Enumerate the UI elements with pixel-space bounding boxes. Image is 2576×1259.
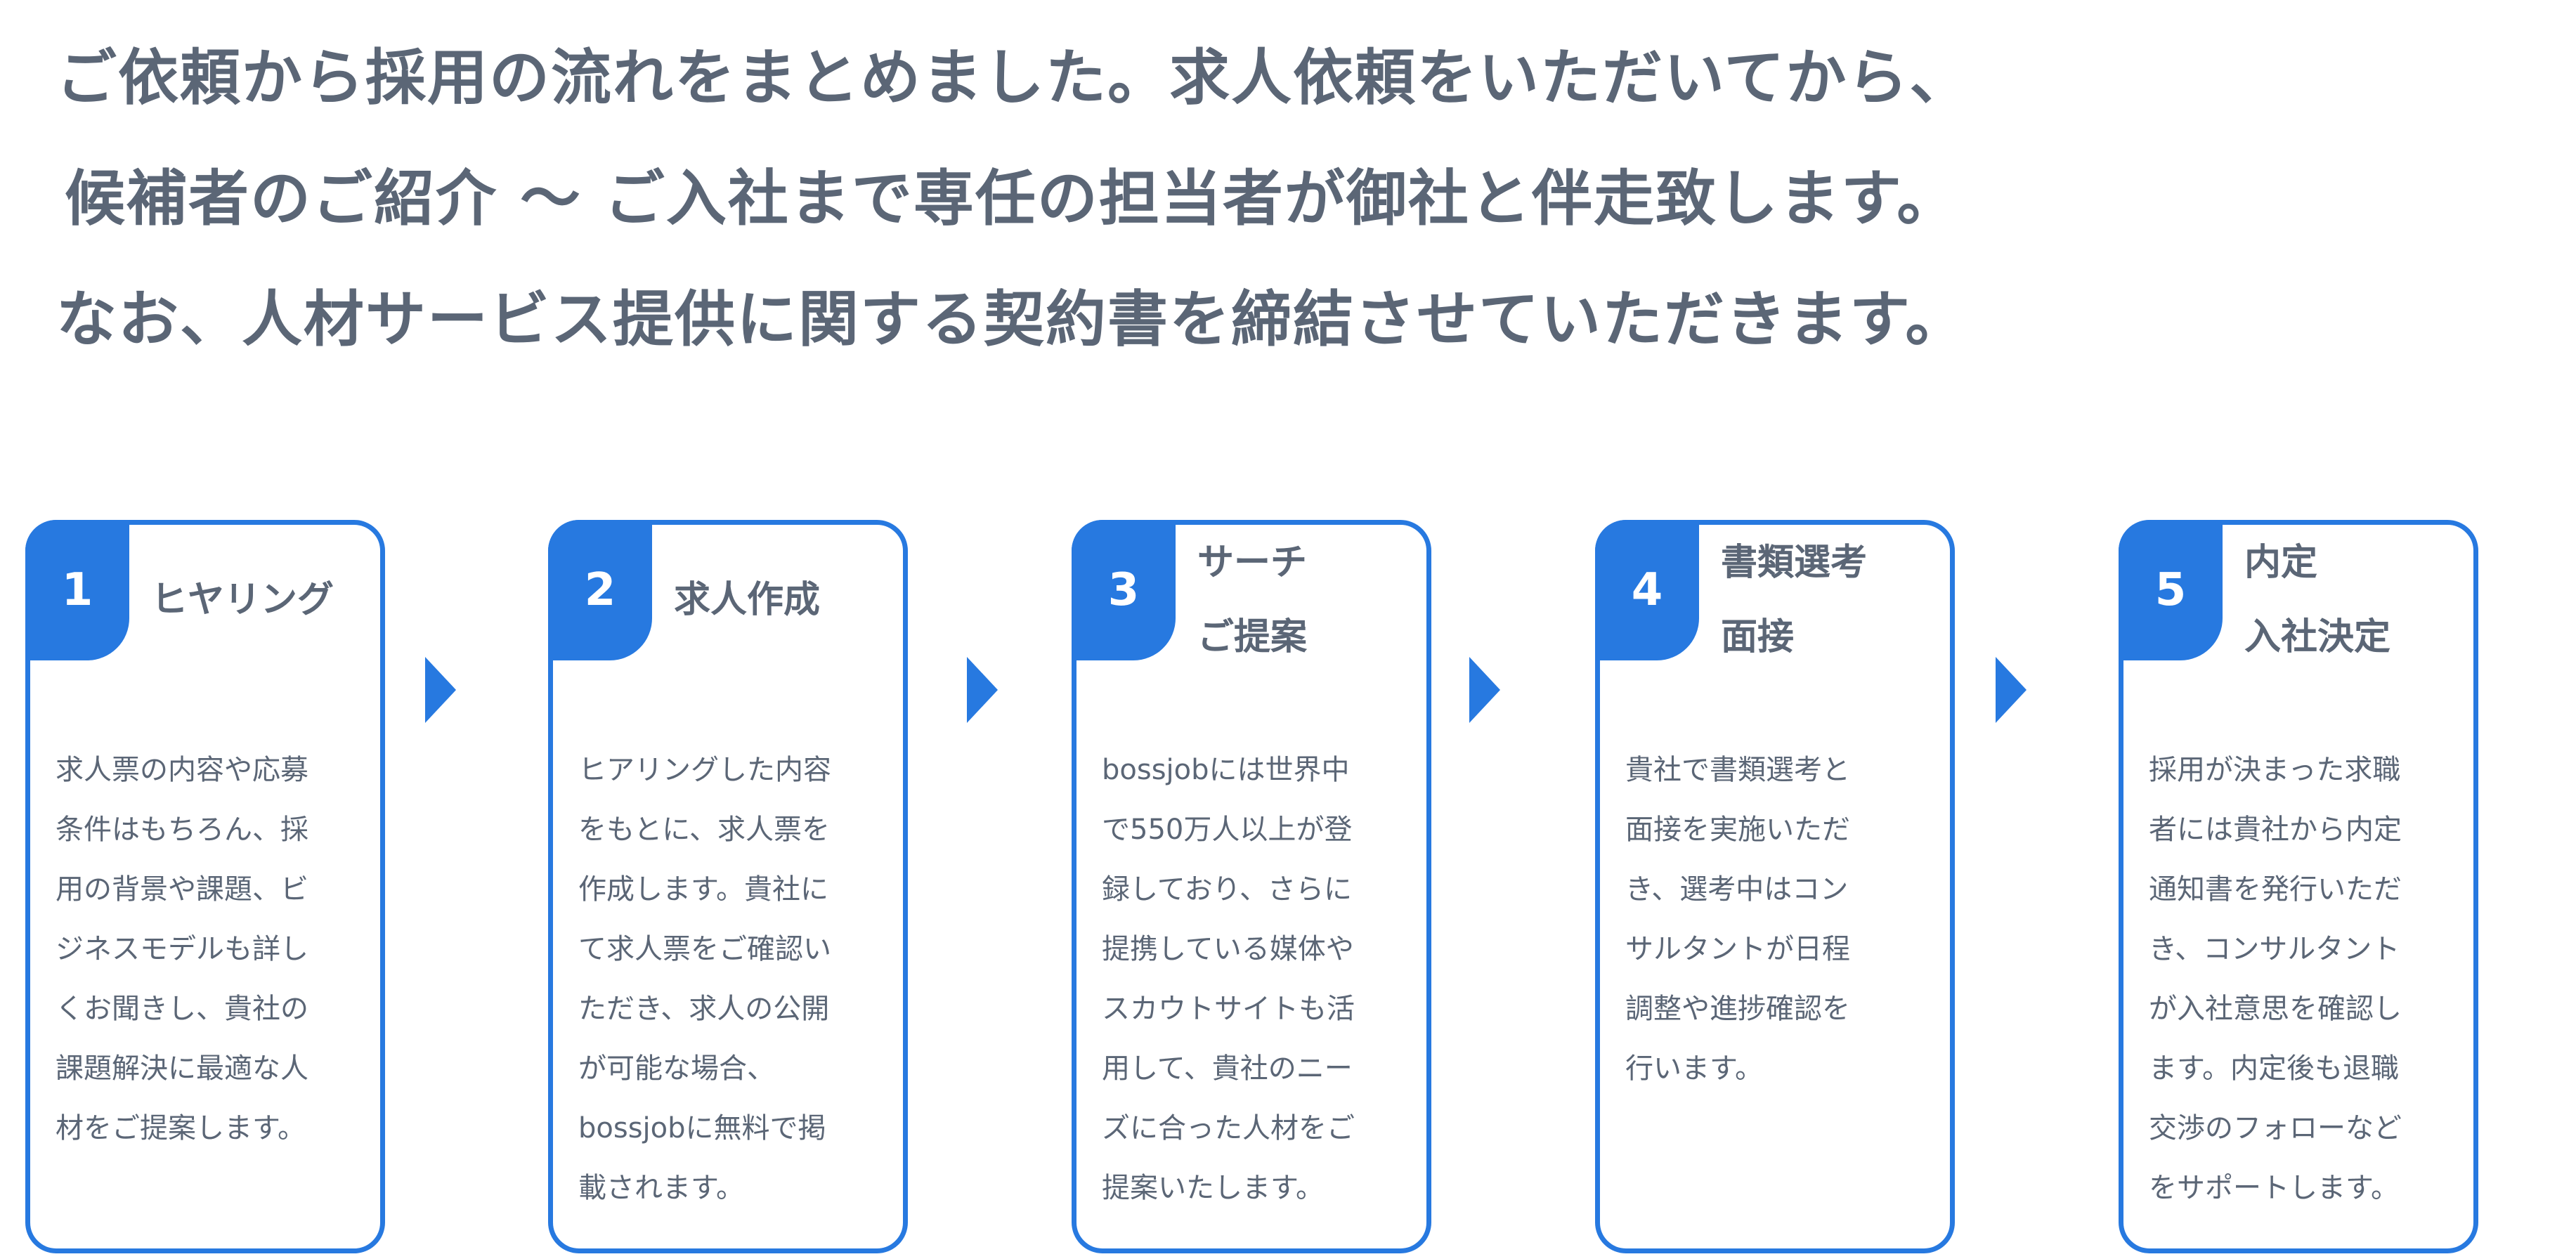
step-description-line: が可能な場合、 [578,1052,775,1085]
step-description-line: bossjobに無料で掲 [578,1112,826,1144]
step-title-line: 書類選考 [1721,542,1868,584]
step-description: bossjobには世界中で550万人以上が登録しており、さらに提携している媒体や… [1102,741,1415,1218]
step-title-line: 求人作成 [674,579,821,621]
step-title-line: 面接 [1721,616,1795,658]
intro-text: ご依頼から採用の流れをまとめました。求人依頼をいただいてから、 候補者のご紹介 … [56,18,2516,380]
step-description-line: 行います。 [1625,1052,1763,1085]
step-title-line: 入社決定 [2244,616,2391,658]
step-description-line: 者には貴社から内定 [2149,814,2402,846]
step-description-line: をサポートします。 [2149,1172,2399,1204]
step-description-line: 課題解決に最適な人 [56,1052,308,1085]
step-description-line: 作成します。貴社に [578,873,828,906]
step-title-line: ヒヤリング [151,579,334,621]
step-description-line: 録しており、さらに [1102,873,1352,906]
arrow-right-icon [1996,657,2027,723]
step-description-line: 面接を実施いただ [1625,814,1850,846]
arrow-right-icon [1469,657,1500,723]
step-description-line: で550万人以上が登 [1102,814,1353,846]
step-description-line: 求人票の内容や応募 [56,754,308,786]
step-description-line: ただき、求人の公開 [578,993,830,1025]
step-description: 求人票の内容や応募条件はもちろん、採用の背景や課題、ビジネスモデルも詳しくお聞き… [56,741,369,1159]
step-description-line: 載されます。 [578,1172,744,1204]
step-description-line: スカウトサイトも活 [1102,993,1355,1025]
arrow-right-icon [967,657,998,723]
step-description: ヒアリングした内容をもとに、求人票を作成します。貴社にて求人票をご確認いただき、… [578,741,892,1218]
step-description-line: をもとに、求人票を [578,814,830,846]
step-description-line: き、選考中はコン [1625,873,1849,906]
step-title: 求人作成 [674,525,820,675]
intro-line: ご依頼から採用の流れをまとめました。求人依頼をいただいてから、 [56,43,1972,113]
step-description: 採用が決まった求職者には貴社から内定通知書を発行いただき、コンサルタントが入社意… [2149,741,2462,1218]
step-title: 書類選考面接 [1721,525,1867,675]
step-title-line: ご提案 [1197,616,1308,658]
step-number-badge: 2 [548,520,652,660]
step-card-1: 1 ヒヤリング求人票の内容や応募条件はもちろん、採用の背景や課題、ビジネスモデルも… [25,520,385,1253]
step-description-line: ジネスモデルも詳し [56,933,308,965]
step-description-line: が入社意思を確認し [2149,993,2402,1025]
step-description-line: ズに合った人材をご [1102,1112,1355,1144]
step-description-line: bossjobには世界中 [1102,754,1350,786]
step-description-line: くお聞きし、貴社の [56,993,308,1025]
step-number-badge: 1 [25,520,129,660]
step-number-badge: 5 [2119,520,2223,660]
step-description-line: 採用が決まった求職 [2149,754,2401,786]
step-description-line: サルタントが日程 [1625,933,1850,965]
step-description-line: 提案いたします。 [1102,1172,1324,1204]
step-description-line: 材をご提案します。 [56,1112,306,1144]
step-title: サーチご提案 [1197,525,1307,675]
step-description-line: 提携している媒体や [1102,933,1354,965]
step-number-badge: 4 [1595,520,1699,660]
step-number-badge: 3 [1072,520,1176,660]
step-description-line: 交渉のフォローなど [2149,1112,2402,1144]
step-title: 内定入社決定 [2244,525,2390,675]
intro-line: 候補者のご紹介 〜 ご入社まで専任の担当者が御社と伴走致します。 [65,164,1959,234]
intro-line: なお、人材サービス提供に関する契約書を締結させていただきます。 [56,285,1967,355]
step-description-line: ます。内定後も退職 [2149,1052,2399,1085]
step-description: 貴社で書類選考と面接を実施いただき、選考中はコンサルタントが日程調整や進捗確認を… [1625,741,1939,1099]
step-description-line: 調整や進捗確認を [1625,993,1850,1025]
step-title-line: サーチ [1197,542,1308,584]
step-title: ヒヤリング [151,525,334,675]
step-description-line: 通知書を発行いただ [2149,873,2402,906]
step-description-line: ヒアリングした内容 [578,754,831,786]
arrow-right-icon [425,657,456,723]
step-description-line: 条件はもちろん、採 [56,814,308,846]
step-card-2: 2 求人作成ヒアリングした内容をもとに、求人票を作成します。貴社にて求人票をご確認… [548,520,908,1253]
step-description-line: て求人票をご確認い [578,933,831,965]
step-title-line: 内定 [2244,542,2318,584]
step-description-line: 用して、貴社のニー [1102,1052,1353,1085]
step-description-line: き、コンサルタント [2149,933,2400,965]
step-description-line: 貴社で書類選考と [1625,754,1850,786]
step-description-line: 用の背景や課題、ビ [56,873,308,906]
